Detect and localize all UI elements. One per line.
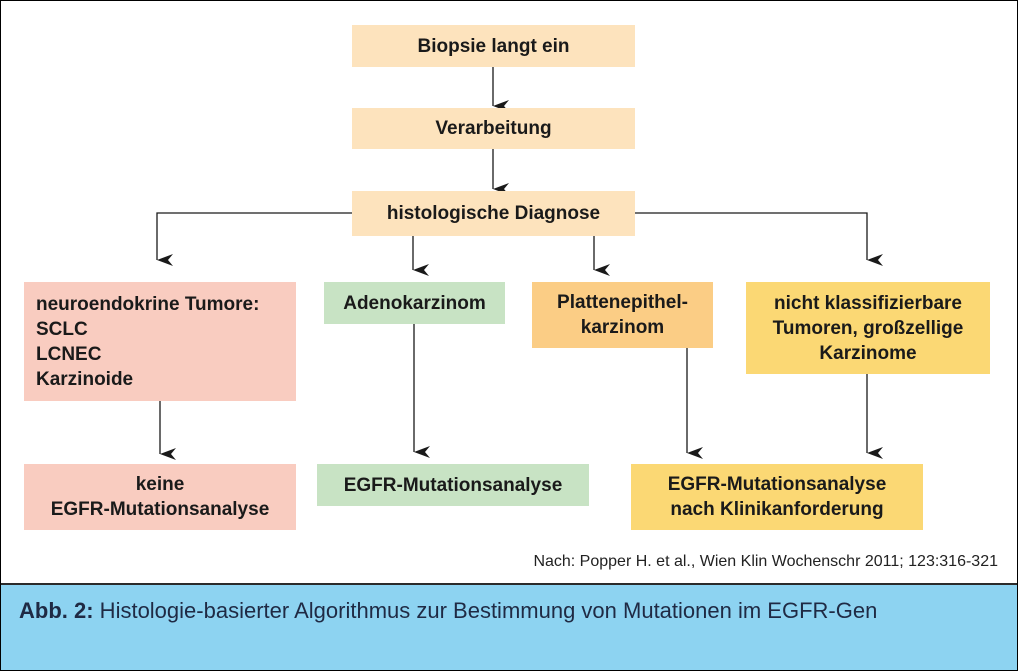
platten-line-2: karzinom xyxy=(580,317,665,338)
neuro-line-1: neuroendokrine Tumore: xyxy=(36,293,260,315)
node-neuroendokrine-tumore: neuroendokrine Tumore: SCLC LCNEC Karzin… xyxy=(24,282,296,401)
node-verarbeitung: Verarbeitung xyxy=(352,108,635,149)
keine-line-2: EGFR-Mutationsanalyse xyxy=(50,499,270,520)
node-egfr-label: EGFR-Mutationsanalyse xyxy=(343,474,563,496)
node-egfr-mutationsanalyse: EGFR-Mutationsanalyse xyxy=(317,464,589,506)
caption-text: Histologie-basierter Algorithmus zur Bes… xyxy=(93,598,878,623)
node-biopsie: Biopsie langt ein xyxy=(352,25,635,67)
egfr-klinik-line-1: EGFR-Mutationsanalyse xyxy=(667,474,887,495)
nicht-line-3: Karzinome xyxy=(819,342,917,364)
node-adenokarzinom: Adenokarzinom xyxy=(324,282,505,324)
connector-arrows xyxy=(156,67,883,460)
node-adeno-label: Adenokarzinom xyxy=(343,292,486,314)
figure-caption: Abb. 2: Histologie-basierter Algorithmus… xyxy=(1,583,1017,670)
line-diagnose-left xyxy=(156,212,352,266)
caption-label: Abb. 2: xyxy=(19,598,94,623)
node-histologische-diagnose: histologische Diagnose xyxy=(352,191,635,236)
source-note: Nach: Popper H. et al., Wien Klin Wochen… xyxy=(533,553,998,570)
neuro-line-2: SCLC xyxy=(36,318,88,340)
node-keine-egfr: keine EGFR-Mutationsanalyse xyxy=(24,464,296,530)
node-verarbeitung-label: Verarbeitung xyxy=(435,118,552,139)
nicht-line-1: nicht klassifizierbare xyxy=(774,292,962,314)
node-diagnose-label: histologische Diagnose xyxy=(386,203,601,224)
node-plattenepithelkarzinom: Plattenepithel- karzinom xyxy=(532,282,713,348)
platten-line-1: Plattenepithel- xyxy=(557,292,688,313)
node-biopsie-label: Biopsie langt ein xyxy=(417,35,570,57)
neuro-line-4: Karzinoide xyxy=(36,368,134,390)
keine-line-1: keine xyxy=(135,474,185,495)
egfr-klinik-line-2: nach Klinikanforderung xyxy=(670,499,884,520)
node-nicht-klassifizierbar: nicht klassifizierbare Tumoren, großzell… xyxy=(746,282,990,374)
nicht-line-2: Tumoren, großzellige xyxy=(772,317,964,339)
neuro-line-3: LCNEC xyxy=(36,343,102,365)
node-egfr-klinikanforderung: EGFR-Mutationsanalyse nach Klinikanforde… xyxy=(631,464,923,530)
line-diagnose-right xyxy=(634,212,883,266)
